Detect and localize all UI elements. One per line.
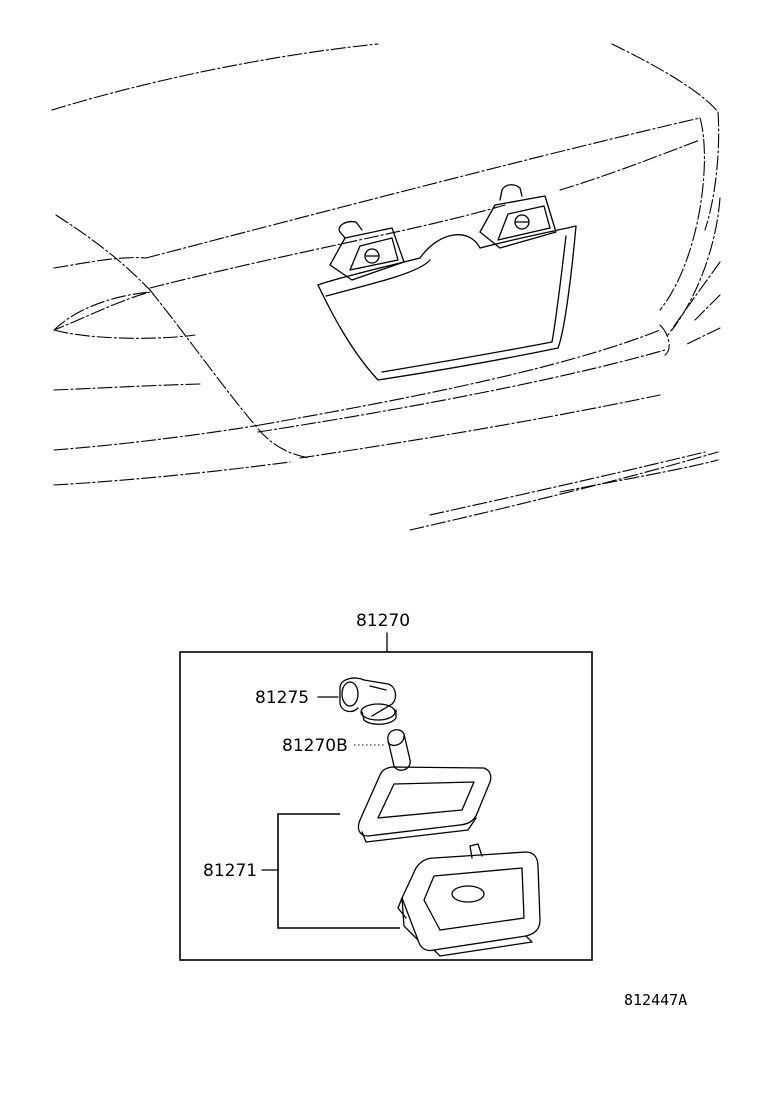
lamp-housing-illustration bbox=[397, 843, 541, 957]
lens-housing-part-number: 81271 bbox=[203, 861, 257, 881]
lens-gasket-illustration bbox=[357, 766, 492, 843]
license-lamp-right-illustration bbox=[479, 184, 557, 249]
assembly-frame bbox=[179, 651, 593, 961]
vehicle-rear-illustration bbox=[51, 43, 721, 531]
assembly-part-number: 81270 bbox=[356, 611, 410, 631]
assembly-callout-group: 81270 bbox=[179, 611, 593, 961]
bulb-part-illustration bbox=[387, 729, 411, 771]
lens-housing-callout-group: 81271 bbox=[203, 766, 541, 957]
socket-part-number: 81275 bbox=[255, 688, 309, 708]
socket-part-illustration bbox=[339, 677, 397, 725]
figure-reference-code: 812447A bbox=[624, 991, 687, 1009]
bulb-callout-group: 81270B bbox=[282, 729, 411, 771]
license-lamp-left-illustration bbox=[329, 220, 405, 281]
socket-callout-group: 81275 bbox=[255, 677, 397, 725]
bulb-part-number: 81270B bbox=[282, 736, 348, 756]
